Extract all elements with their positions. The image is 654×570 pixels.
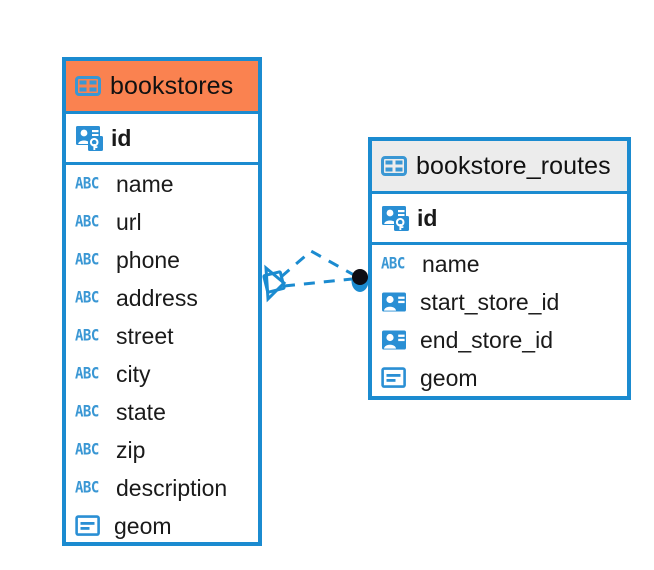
field-label: street: [116, 322, 174, 349]
field-row-name[interactable]: ABC name: [372, 245, 627, 283]
abc-icon: ABC: [75, 250, 99, 270]
entity-header-bookstore-routes[interactable]: bookstore_routes: [372, 141, 627, 191]
primary-key-section: id: [66, 111, 258, 165]
field-row-city[interactable]: ABC city: [66, 355, 258, 393]
field-row-description[interactable]: ABC description: [66, 469, 258, 507]
entity-title: bookstores: [110, 71, 234, 100]
field-row-geom[interactable]: geom: [66, 507, 258, 542]
abc-icon: ABC: [381, 254, 405, 274]
field-label: phone: [116, 246, 180, 273]
primary-key-section: id: [372, 191, 627, 245]
abc-icon: ABC: [75, 174, 99, 194]
field-row-address[interactable]: ABC address: [66, 279, 258, 317]
geometry-icon: [381, 367, 406, 388]
relationship-line-upper: [280, 249, 355, 279]
field-section-bookstore-routes: ABC name start_store_id: [372, 245, 627, 396]
field-label: state: [116, 398, 166, 425]
field-label: address: [116, 284, 198, 311]
field-row-end-store-id[interactable]: end_store_id: [372, 321, 627, 359]
field-label: url: [116, 208, 142, 235]
field-row-name[interactable]: ABC name: [66, 165, 258, 203]
field-label: zip: [116, 436, 146, 463]
field-row-geom[interactable]: geom: [372, 359, 627, 396]
field-label: id: [111, 124, 132, 151]
abc-icon: ABC: [75, 326, 99, 346]
field-label: end_store_id: [420, 326, 553, 353]
field-row-url[interactable]: ABC url: [66, 203, 258, 241]
field-label: description: [116, 474, 228, 501]
abc-icon: ABC: [75, 364, 99, 384]
abc-icon: ABC: [75, 440, 99, 460]
field-label: id: [417, 204, 438, 231]
geometry-icon: [75, 515, 100, 536]
foreign-key-icon: [382, 330, 406, 350]
entity-title: bookstore_routes: [416, 151, 611, 180]
crows-foot-marker: [262, 264, 287, 303]
field-row-zip[interactable]: ABC zip: [66, 431, 258, 469]
field-row-street[interactable]: ABC street: [66, 317, 258, 355]
relationship-line-lower: [283, 277, 353, 288]
field-row-id[interactable]: id: [66, 114, 258, 162]
abc-icon: ABC: [75, 402, 99, 422]
abc-icon: ABC: [75, 478, 99, 498]
field-label: geom: [420, 364, 478, 391]
field-row-state[interactable]: ABC state: [66, 393, 258, 431]
abc-icon: ABC: [75, 212, 99, 232]
table-icon: [75, 76, 101, 96]
field-row-start-store-id[interactable]: start_store_id: [372, 283, 627, 321]
field-label: city: [116, 360, 151, 387]
primary-key-icon: [76, 126, 103, 151]
field-row-phone[interactable]: ABC phone: [66, 241, 258, 279]
field-label: name: [422, 250, 480, 277]
field-label: geom: [114, 512, 172, 539]
entity-bookstores[interactable]: bookstores id ABC: [62, 57, 262, 546]
table-icon: [381, 156, 407, 176]
entity-header-bookstores[interactable]: bookstores: [66, 61, 258, 111]
abc-icon: ABC: [75, 288, 99, 308]
entity-bookstore-routes[interactable]: bookstore_routes id ABC: [368, 137, 631, 400]
field-section-bookstores: ABC name ABC url ABC phone ABC address A…: [66, 165, 258, 542]
field-row-id[interactable]: id: [372, 194, 627, 242]
foreign-key-icon: [382, 292, 406, 312]
filled-circle-marker: [351, 269, 369, 292]
primary-key-icon: [382, 206, 409, 231]
field-label: start_store_id: [420, 288, 560, 315]
field-label: name: [116, 170, 174, 197]
